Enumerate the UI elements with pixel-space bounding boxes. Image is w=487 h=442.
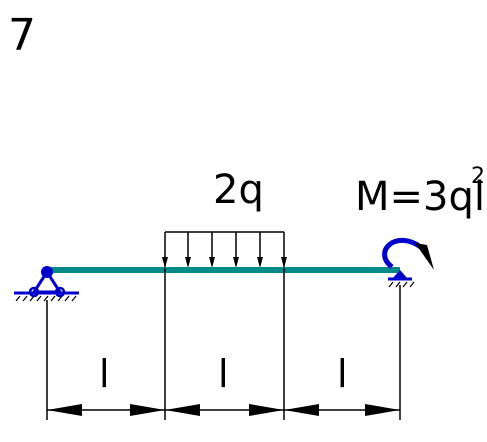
span-label-2: l (218, 352, 229, 396)
distributed-load (162, 231, 287, 268)
problem-number: 7 (8, 10, 36, 61)
dimension-arrows (47, 404, 400, 416)
dimension-lines (46, 268, 401, 420)
span-label-3: l (337, 352, 348, 396)
moment-label: M=3ql (355, 174, 485, 220)
roller-support-icon (388, 270, 415, 288)
moment-exponent: 2 (471, 164, 485, 189)
pin-support-icon (14, 266, 79, 302)
load-label: 2q (213, 167, 264, 213)
moment-arrow-icon (382, 237, 434, 270)
span-label-1: l (99, 352, 110, 396)
